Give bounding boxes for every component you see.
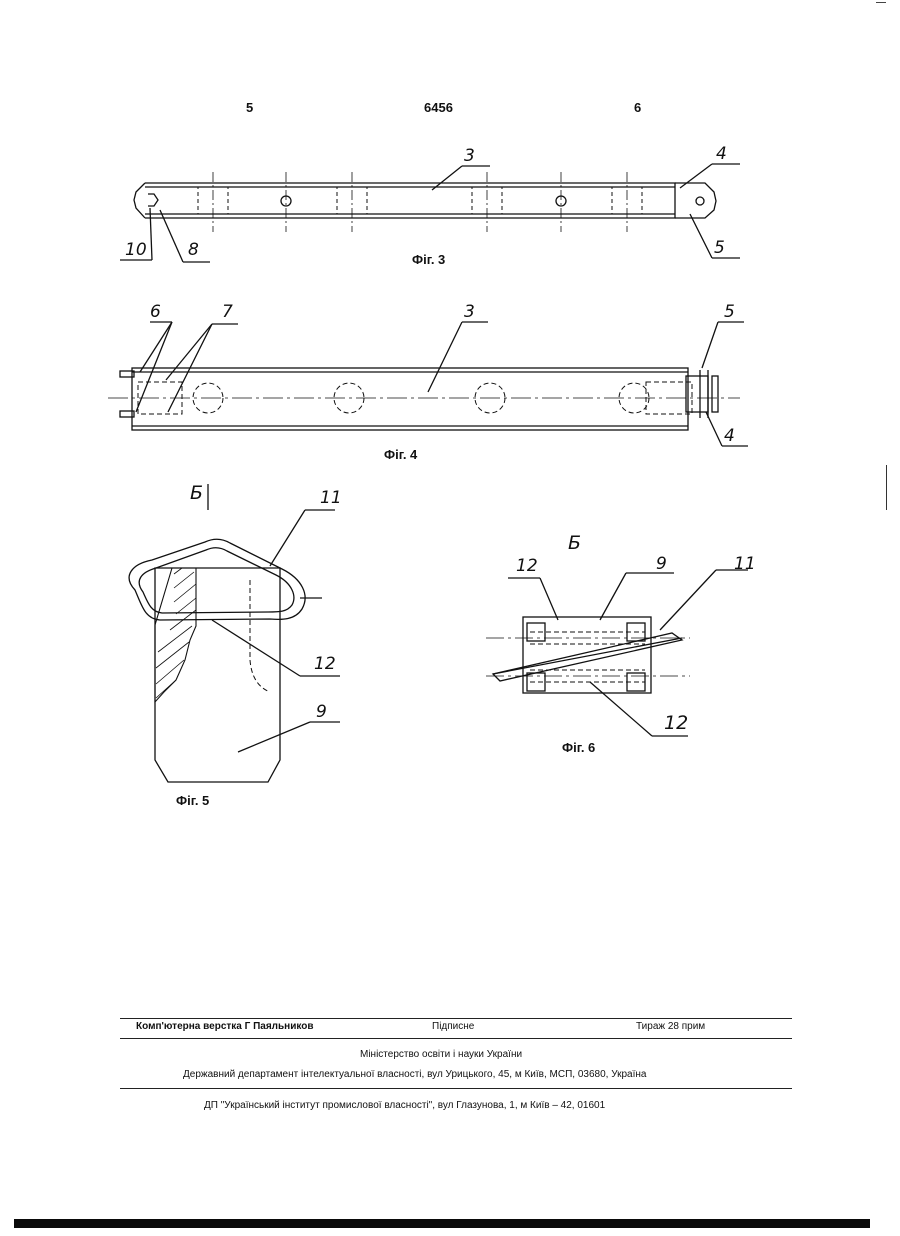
footer-rule-middle xyxy=(120,1038,792,1039)
footer-rule-bottom xyxy=(120,1088,792,1089)
fig3-caption: Фіг. 3 xyxy=(412,252,445,267)
footer-institute: ДП "Український інститут промислової вла… xyxy=(204,1100,605,1111)
fig5-drawing xyxy=(129,484,340,782)
footer-rule-top xyxy=(120,1018,792,1019)
fig6-drawing xyxy=(486,570,748,736)
fig6-label-12-top: 12 xyxy=(516,556,538,576)
footer-department: Державний департамент інтелектуальної вл… xyxy=(183,1069,646,1080)
fig4-label-3: 3 xyxy=(464,302,475,322)
scan-bottom-bar xyxy=(14,1219,870,1228)
fig4-label-4: 4 xyxy=(724,426,735,446)
scan-edge-mark xyxy=(886,465,887,510)
footer-ministry: Міністерство освіти і науки України xyxy=(360,1049,522,1060)
fig5-label-9: 9 xyxy=(316,702,327,722)
fig3-label-4: 4 xyxy=(716,144,727,164)
fig3-label-10: 10 xyxy=(125,240,147,260)
footer-layout: Комп'ютерна верстка Г Паяльников xyxy=(136,1021,313,1032)
fig3-drawing xyxy=(120,164,740,262)
fig3-label-8: 8 xyxy=(188,240,199,260)
fig5-caption: Фіг. 5 xyxy=(176,793,209,808)
fig5-hatch xyxy=(155,568,196,702)
fig6-view-title: Б xyxy=(568,532,581,554)
fig6-label-9: 9 xyxy=(656,554,667,574)
fig5-label-11: 11 xyxy=(320,488,342,508)
scan-corner-mark xyxy=(876,2,886,3)
fig4-label-7: 7 xyxy=(222,302,233,322)
fig3-label-5: 5 xyxy=(714,238,725,258)
fig3-label-3: 3 xyxy=(464,146,475,166)
fig4-label-5: 5 xyxy=(724,302,735,322)
fig4-drawing xyxy=(108,322,748,446)
fig6-label-11: 11 xyxy=(734,554,756,574)
fig6-label-12-bottom: 12 xyxy=(664,712,688,734)
fig4-caption: Фіг. 4 xyxy=(384,447,417,462)
fig5-label-12: 12 xyxy=(314,654,336,674)
fig5-view-marker: Б xyxy=(190,482,203,504)
footer-signed: Підписне xyxy=(432,1021,474,1032)
fig4-label-6: 6 xyxy=(150,302,161,322)
footer-circulation: Тираж 28 прим xyxy=(636,1021,705,1032)
fig6-caption: Фіг. 6 xyxy=(562,740,595,755)
